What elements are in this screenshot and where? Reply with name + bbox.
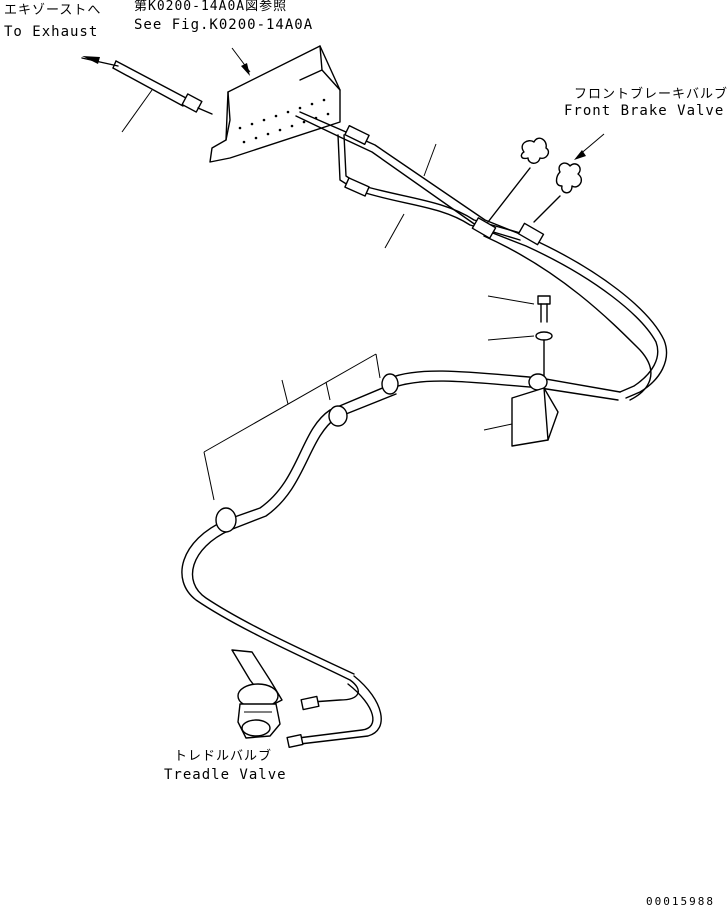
front-brake-valve-label-en: Front Brake Valve [564,103,725,119]
reference-label-jp: 第K0200-14A0A図参照 [134,0,288,14]
grommet-leaders [203,353,381,501]
bolt-and-washer [487,295,553,377]
tube-fittings [471,167,561,246]
exhaust-label-en: To Exhaust [4,24,99,40]
treadle-valve-icon [231,649,283,739]
treadle-valve-label-jp: トレドルバルブ [174,749,273,764]
front-brake-valve-icon [520,133,605,194]
drawing-number: 00015988 [646,895,715,908]
reference-label-en: See Fig.K0200-14A0A [134,17,314,33]
brake-tube-upper [295,111,668,399]
clamp-plate [483,387,559,447]
leader-line [121,89,153,133]
exhaust-tube [81,56,213,115]
exhaust-label-jp: エキゾーストへ [4,3,102,18]
leader-line [423,143,437,177]
brake-tube-lower [337,134,652,401]
treadle-valve-label-en: Treadle Valve [164,767,287,783]
leader-line [384,213,405,249]
bracket-block [209,45,341,163]
front-brake-valve-label-jp: フロントブレーキバルブ [574,87,728,102]
